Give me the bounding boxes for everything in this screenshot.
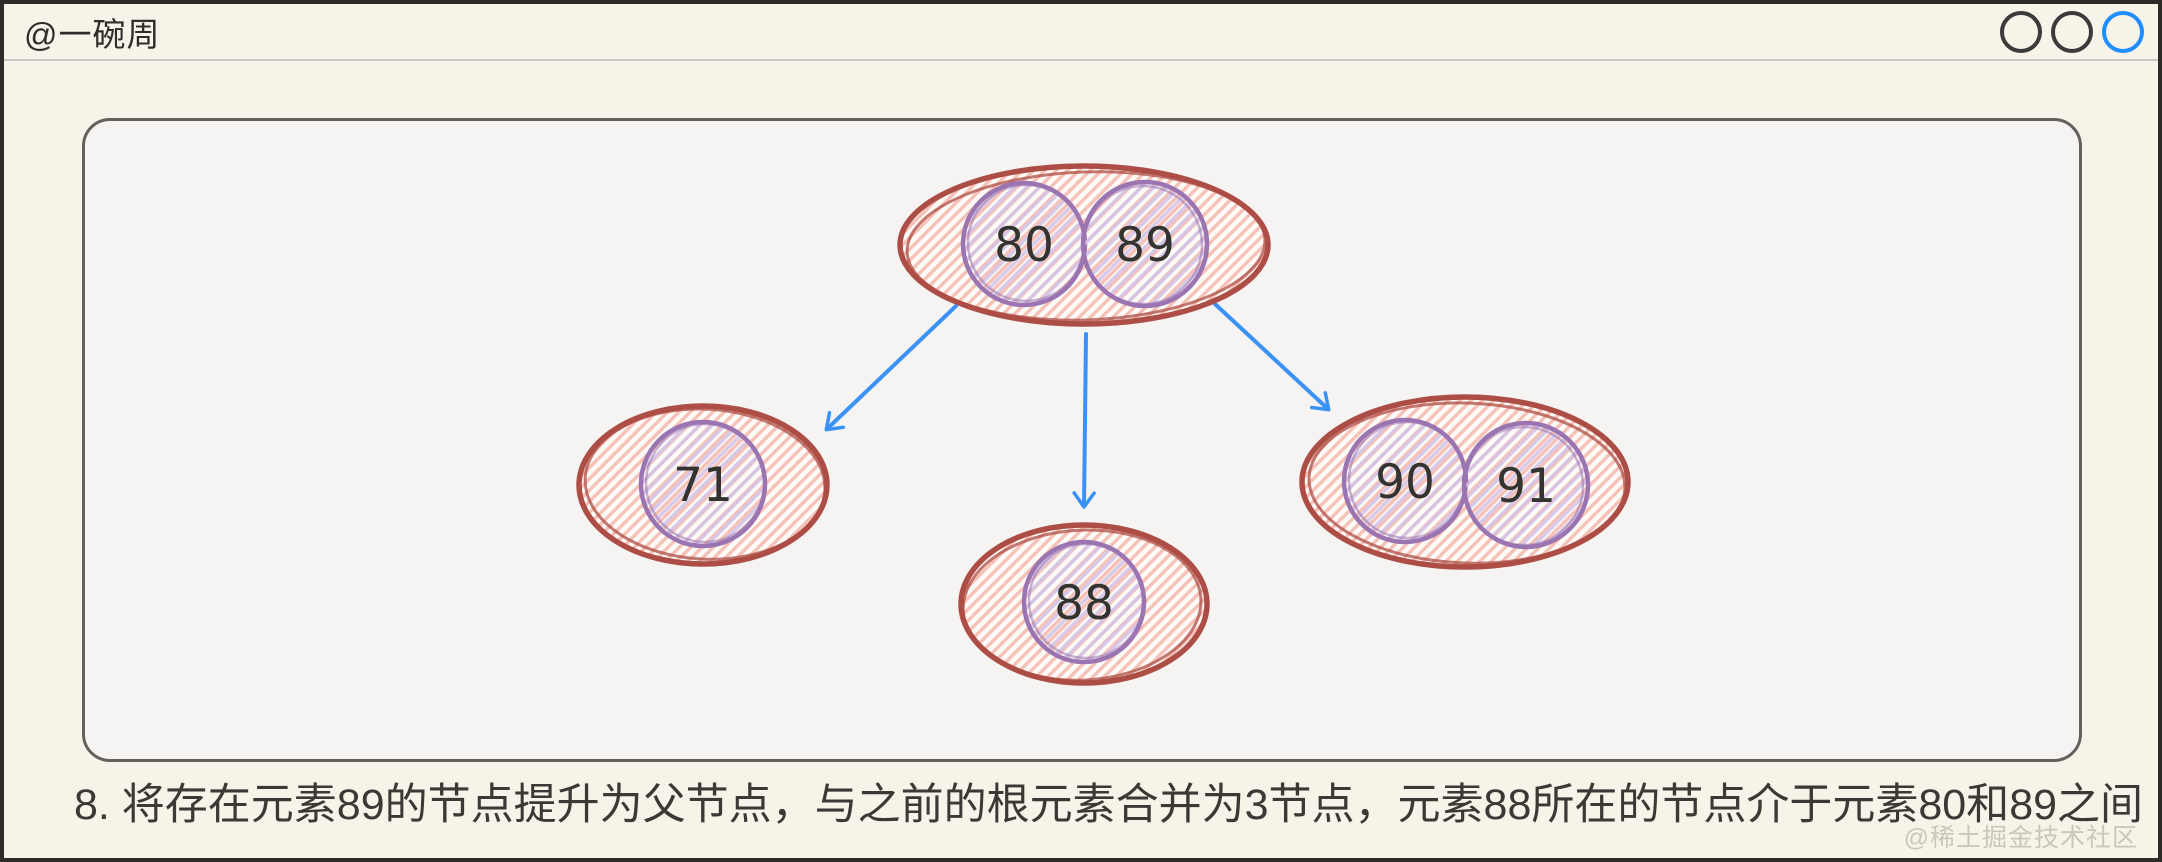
- node-ellipse-sketch-stroke: [583, 407, 827, 561]
- key-circle-sketch-stroke: [1082, 184, 1204, 306]
- key-circle-88[interactable]: 88: [1021, 539, 1147, 665]
- step-caption: 8. 将存在元素89的节点提升为父节点，与之前的根元素合并为3节点，元素88所在…: [74, 781, 2144, 829]
- tree-diagram: 80 89 71 88: [576, 163, 1631, 686]
- node-ellipse-sketch-stroke: [905, 170, 1267, 322]
- window-controls: [2000, 10, 2144, 53]
- key-value: 90: [1375, 455, 1435, 510]
- edge-root-to-left-child: [824, 304, 958, 432]
- key-circle-89[interactable]: 89: [1080, 179, 1210, 309]
- node-ellipse-sketch-stroke: [1307, 401, 1627, 565]
- key-circle-91[interactable]: 91: [1461, 420, 1591, 550]
- key-value: 91: [1496, 459, 1556, 514]
- node-ellipse-sketch-stroke: [961, 528, 1203, 682]
- key-value: 89: [1115, 218, 1175, 273]
- key-value: 88: [1054, 576, 1114, 631]
- watermark: @稀土掘金技术社区: [1903, 824, 2138, 852]
- tree-node-right-child[interactable]: 90 91: [1299, 394, 1631, 570]
- key-circle-sketch-stroke: [1027, 542, 1145, 660]
- key-circle-71[interactable]: 71: [638, 419, 768, 549]
- key-circle-sketch-stroke: [644, 422, 766, 544]
- window-control-circle-2[interactable]: [2051, 10, 2093, 53]
- key-value: 71: [673, 458, 733, 513]
- window-control-circle-1[interactable]: [2000, 10, 2042, 53]
- drawing-canvas: 80 89 71 88: [82, 118, 2082, 762]
- window-control-circle-active[interactable]: [2102, 10, 2144, 53]
- tree-edges: [824, 302, 1331, 509]
- tree-node-middle-child[interactable]: 88: [958, 522, 1210, 686]
- key-value: 80: [994, 218, 1054, 273]
- key-circle-sketch-stroke: [1463, 425, 1585, 547]
- app-title: @一碗周: [24, 15, 161, 53]
- tree-node-left-child[interactable]: 71: [576, 403, 830, 567]
- edge-root-to-right-child: [1213, 302, 1331, 412]
- edge-root-to-middle-child: [1072, 332, 1096, 509]
- title-bar: @一碗周: [4, 4, 2158, 61]
- tree-node-root[interactable]: 80 89: [897, 163, 1271, 327]
- key-circle-90[interactable]: 90: [1341, 417, 1469, 545]
- key-circle-80[interactable]: 80: [960, 180, 1088, 308]
